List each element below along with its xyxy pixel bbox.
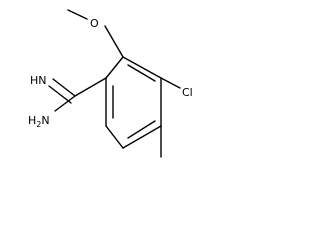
ring-double-bond-inner-2: [127, 120, 156, 139]
ring-bond-c6-c1: [105, 56, 124, 79]
molecule-structure: O Cl HN H2N: [28, 9, 193, 158]
ring-bond-c1-c2: [122, 56, 162, 79]
oxygen-label: O: [90, 17, 99, 30]
bond-oxygen-ring: [104, 25, 124, 58]
bond-methyl-oxygen: [67, 9, 88, 20]
bond-ring-amidine: [74, 77, 107, 97]
ring-bond-c4-c5: [105, 125, 124, 149]
chlorine-label: Cl: [182, 86, 193, 99]
amine-n: N: [41, 114, 49, 127]
bond-amidine-imine-double-a: [52, 78, 76, 97]
amine-label: H2N: [28, 114, 50, 129]
amine-h: H: [28, 114, 36, 127]
bond-amidine-imine-double-b: [48, 85, 72, 104]
amine-subscript: 2: [36, 120, 41, 129]
ring-bond-c3-c4: [122, 125, 162, 149]
ring-double-bond-inner-1: [127, 64, 156, 82]
bond-amidine-amine: [54, 95, 76, 112]
bond-ring-chlorine: [160, 77, 181, 89]
imine-label: HN: [30, 74, 47, 87]
